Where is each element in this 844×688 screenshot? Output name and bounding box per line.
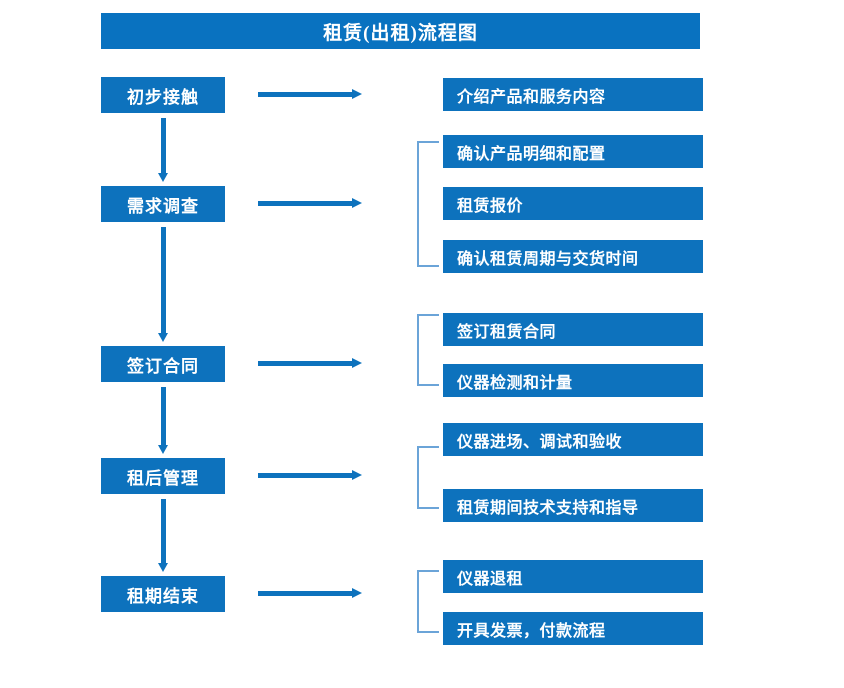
down-arrow-1 [158, 118, 169, 182]
arrow-shaft [258, 361, 353, 366]
arrow-head [158, 445, 168, 454]
stage-box-3[interactable]: 签订合同 [101, 346, 225, 382]
stage-box-4[interactable]: 租后管理 [101, 458, 225, 494]
arrow-head [158, 563, 168, 572]
chart-title: 租赁(出租)流程图 [101, 13, 700, 49]
arrow-shaft [258, 591, 353, 596]
right-arrow-2 [258, 198, 362, 209]
right-arrow-5 [258, 588, 362, 599]
arrow-head [352, 198, 362, 208]
group-bracket-3 [417, 314, 439, 386]
down-arrow-3 [158, 387, 169, 454]
stage-box-5[interactable]: 租期结束 [101, 576, 225, 612]
detail-box-8[interactable]: 租赁期间技术支持和指导 [443, 489, 703, 522]
detail-box-5[interactable]: 签订租赁合同 [443, 313, 703, 346]
group-bracket-5 [417, 570, 439, 633]
arrow-shaft [161, 227, 166, 333]
arrow-shaft [161, 387, 166, 445]
detail-box-1[interactable]: 介绍产品和服务内容 [443, 78, 703, 111]
detail-box-9[interactable]: 仪器退租 [443, 560, 703, 593]
detail-box-2[interactable]: 确认产品明细和配置 [443, 135, 703, 168]
detail-box-6[interactable]: 仪器检测和计量 [443, 364, 703, 397]
arrow-head [352, 358, 362, 368]
arrow-head [158, 173, 168, 182]
down-arrow-2 [158, 227, 169, 342]
arrow-shaft [161, 118, 166, 173]
arrow-head [352, 470, 362, 480]
arrow-head [352, 588, 362, 598]
detail-box-4[interactable]: 确认租赁周期与交货时间 [443, 240, 703, 273]
arrow-shaft [258, 92, 353, 97]
arrow-shaft [258, 201, 353, 206]
right-arrow-1 [258, 89, 362, 100]
arrow-head [352, 89, 362, 99]
group-bracket-2 [417, 141, 439, 267]
arrow-shaft [161, 499, 166, 563]
detail-box-3[interactable]: 租赁报价 [443, 187, 703, 220]
arrow-head [158, 333, 168, 342]
detail-box-10[interactable]: 开具发票，付款流程 [443, 612, 703, 645]
down-arrow-4 [158, 499, 169, 572]
group-bracket-4 [417, 446, 439, 509]
stage-box-1[interactable]: 初步接触 [101, 77, 225, 113]
arrow-shaft [258, 473, 353, 478]
right-arrow-3 [258, 358, 362, 369]
detail-box-7[interactable]: 仪器进场、调试和验收 [443, 423, 703, 456]
stage-box-2[interactable]: 需求调查 [101, 186, 225, 222]
right-arrow-4 [258, 470, 362, 481]
